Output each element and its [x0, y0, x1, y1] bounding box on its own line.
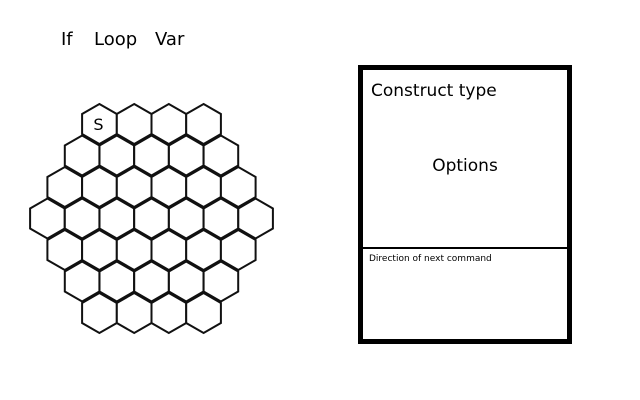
start-marker: S	[93, 115, 103, 134]
hex-cell[interactable]	[185, 102, 222, 146]
hex-board: S	[29, 102, 274, 335]
options-label: Options	[432, 156, 498, 176]
hex-cell[interactable]	[219, 165, 257, 209]
hex-cell[interactable]	[185, 291, 222, 335]
var-button[interactable]: Var	[155, 29, 185, 50]
hex-cell[interactable]	[202, 260, 240, 303]
construct-type-title: Construct type	[371, 81, 497, 101]
hex-cell[interactable]	[202, 134, 240, 177]
hex-cell[interactable]	[237, 197, 274, 240]
construct-toolbar: If Loop Var	[0, 0, 320, 60]
hex-cell[interactable]	[219, 228, 257, 272]
direction-label: Direction of next command	[369, 254, 492, 264]
direction-area[interactable]: Direction of next command	[363, 249, 567, 339]
hex-cell[interactable]	[81, 291, 118, 335]
options-area[interactable]: Construct type Options	[363, 70, 567, 247]
panel-divider	[363, 247, 567, 249]
if-button[interactable]: If	[61, 29, 73, 50]
hex-cell[interactable]	[150, 291, 188, 335]
loop-button[interactable]: Loop	[94, 29, 138, 50]
construct-panel: Construct type Options Direction of next…	[358, 65, 572, 344]
hex-cell[interactable]	[115, 291, 153, 335]
